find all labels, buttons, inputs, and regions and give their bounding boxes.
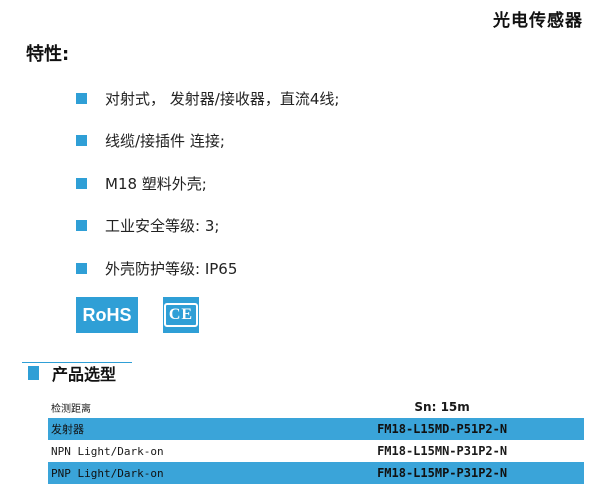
feature-text: 外壳防护等级: IP65 (105, 259, 238, 278)
features-heading: 特性: (26, 44, 70, 65)
feature-text: 对射式， 发射器/接收器，直流4线; (105, 89, 340, 108)
heading-marker-icon (28, 366, 39, 380)
model-number: FM18-L15MN-P31P2-N (377, 444, 508, 458)
table-row: 发射器 FM18-L15MD-P51P2-N (48, 418, 584, 440)
square-bullet-icon (76, 220, 87, 232)
model-number: FM18-L15MD-P51P2-N (297, 418, 584, 440)
feature-item: 工业安全等级: 3; (76, 205, 339, 248)
ce-mark-badge: CE (163, 297, 199, 333)
feature-item: M18 塑料外壳; (76, 162, 339, 205)
model-selection-table: 检测距离 Sn: 15m 发射器 FM18-L15MD-P51P2-N NPN … (48, 396, 584, 484)
ce-label: CE (163, 303, 199, 327)
row-label: PNP Light/Dark-on (48, 462, 298, 484)
feature-item: 外壳防护等级: IP65 (76, 247, 339, 290)
feature-text: 工业安全等级: 3; (105, 217, 220, 236)
rohs-label: RoHS (82, 304, 132, 325)
table-header-row: 检测距离 Sn: 15m (48, 396, 584, 418)
model-number: FM18-L15MP-P31P2-N (297, 462, 584, 484)
feature-item: 对射式， 发射器/接收器，直流4线; (76, 77, 339, 120)
product-selection-heading: 产品选型 (22, 360, 132, 386)
feature-list: 对射式， 发射器/接收器，直流4线; 线缆/接插件 连接; M18 塑料外壳; … (76, 77, 339, 290)
rohs-badge: RoHS (76, 297, 138, 333)
certification-badges: RoHS CE (76, 297, 199, 333)
document-title: 光电传感器 (493, 11, 583, 31)
feature-item: 线缆/接插件 连接; (76, 120, 339, 163)
feature-text: 线缆/接插件 连接; (105, 132, 225, 151)
table-row: PNP Light/Dark-on FM18-L15MP-P31P2-N (48, 462, 584, 484)
feature-text: M18 塑料外壳; (105, 174, 207, 193)
square-bullet-icon (76, 92, 87, 104)
square-bullet-icon (76, 262, 87, 274)
product-selection-label: 产品选型 (52, 365, 117, 384)
row-label: NPN Light/Dark-on (51, 444, 164, 458)
square-bullet-icon (76, 177, 87, 189)
table-row: NPN Light/Dark-on FM18-L15MN-P31P2-N (48, 440, 584, 462)
detection-distance-label: 检测距离 (51, 403, 91, 415)
detection-distance-value: Sn: 15m (414, 400, 470, 414)
square-bullet-icon (76, 135, 87, 147)
heading-rule (22, 362, 132, 363)
row-label: 发射器 (48, 418, 298, 440)
